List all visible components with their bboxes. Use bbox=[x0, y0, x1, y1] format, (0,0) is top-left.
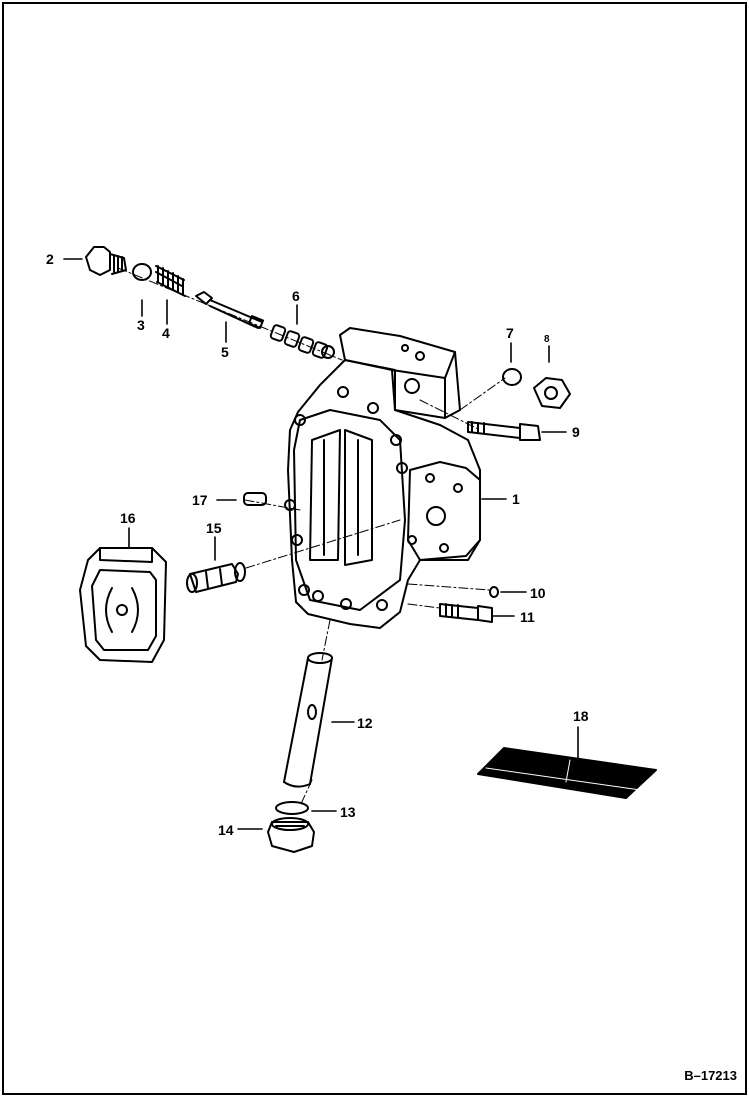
part-14-cap bbox=[267, 817, 315, 853]
callout-15: 15 bbox=[206, 520, 222, 536]
part-9-capscrew bbox=[467, 421, 541, 441]
part-1-housing bbox=[284, 327, 481, 629]
part-15-valve bbox=[186, 562, 246, 593]
part-11-capscrew bbox=[439, 603, 493, 623]
callout-6: 6 bbox=[292, 288, 300, 304]
callout-4: 4 bbox=[162, 325, 170, 341]
callout-13: 13 bbox=[340, 804, 356, 820]
part-8-nut bbox=[533, 377, 571, 409]
callout-17: 17 bbox=[192, 492, 208, 508]
part-13-oring bbox=[275, 801, 309, 815]
part-18-decal bbox=[477, 747, 657, 799]
part-5-spool bbox=[195, 291, 265, 329]
callout-11: 11 bbox=[520, 609, 535, 625]
callout-5: 5 bbox=[221, 344, 229, 360]
part-17-pin bbox=[243, 492, 267, 506]
part-16-plate bbox=[79, 547, 167, 663]
callout-3: 3 bbox=[137, 317, 145, 333]
part-7-oring bbox=[502, 368, 522, 386]
callout-9: 9 bbox=[572, 424, 580, 440]
callout-12: 12 bbox=[357, 715, 373, 731]
part-12-shaft bbox=[283, 652, 333, 788]
callout-14: 14 bbox=[218, 822, 234, 838]
callout-18: 18 bbox=[573, 708, 589, 724]
leader-lines bbox=[63, 258, 579, 830]
callout-10: 10 bbox=[530, 585, 546, 601]
callout-16: 16 bbox=[120, 510, 136, 526]
part-3-oring bbox=[132, 263, 152, 281]
figure-code: B–17213 bbox=[684, 1068, 737, 1083]
callout-1: 1 bbox=[512, 491, 520, 507]
part-6-spool-segments bbox=[269, 324, 335, 359]
callout-8: 8 bbox=[544, 334, 550, 345]
callout-2: 2 bbox=[46, 251, 54, 267]
callout-7: 7 bbox=[506, 325, 514, 341]
part-4-spring bbox=[155, 265, 186, 297]
part-2-plug bbox=[85, 246, 127, 276]
part-10-ring bbox=[489, 586, 499, 598]
